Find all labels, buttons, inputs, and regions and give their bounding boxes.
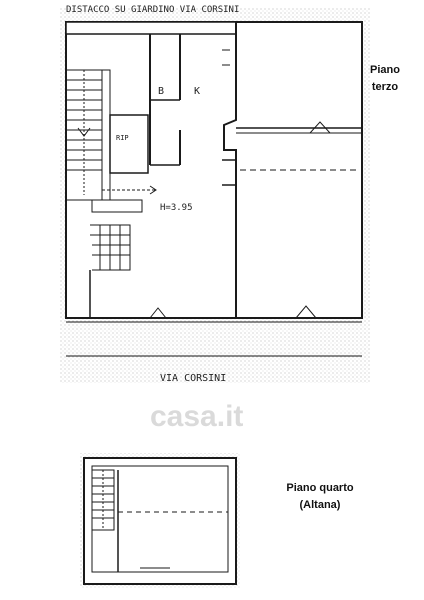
top-note: DISTACCO SU GIARDINO VIA CORSINI xyxy=(66,5,239,15)
floor-label-third: Piano terzo xyxy=(358,62,412,96)
watermark: casa.it xyxy=(150,400,244,433)
floor-label-fourth-line1: Piano quarto xyxy=(286,482,354,494)
stair-altana xyxy=(91,469,115,531)
room-label-rip: RIP xyxy=(116,134,129,142)
stair-lower xyxy=(90,224,131,271)
floor-label-fourth: Piano quarto (Altana) xyxy=(270,480,370,514)
third-floor-plan xyxy=(60,8,370,383)
floor-label-third-line1: Piano xyxy=(370,64,400,76)
street-label: VIA CORSINI xyxy=(160,373,226,384)
floor-label-fourth-line2: (Altana) xyxy=(299,499,341,511)
room-label-b: B xyxy=(158,86,164,97)
fourth-floor-plan xyxy=(80,453,240,588)
floor-label-third-line2: terzo xyxy=(371,81,399,93)
room-label-k: K xyxy=(194,86,200,97)
height-note: H=3.95 xyxy=(160,203,193,213)
